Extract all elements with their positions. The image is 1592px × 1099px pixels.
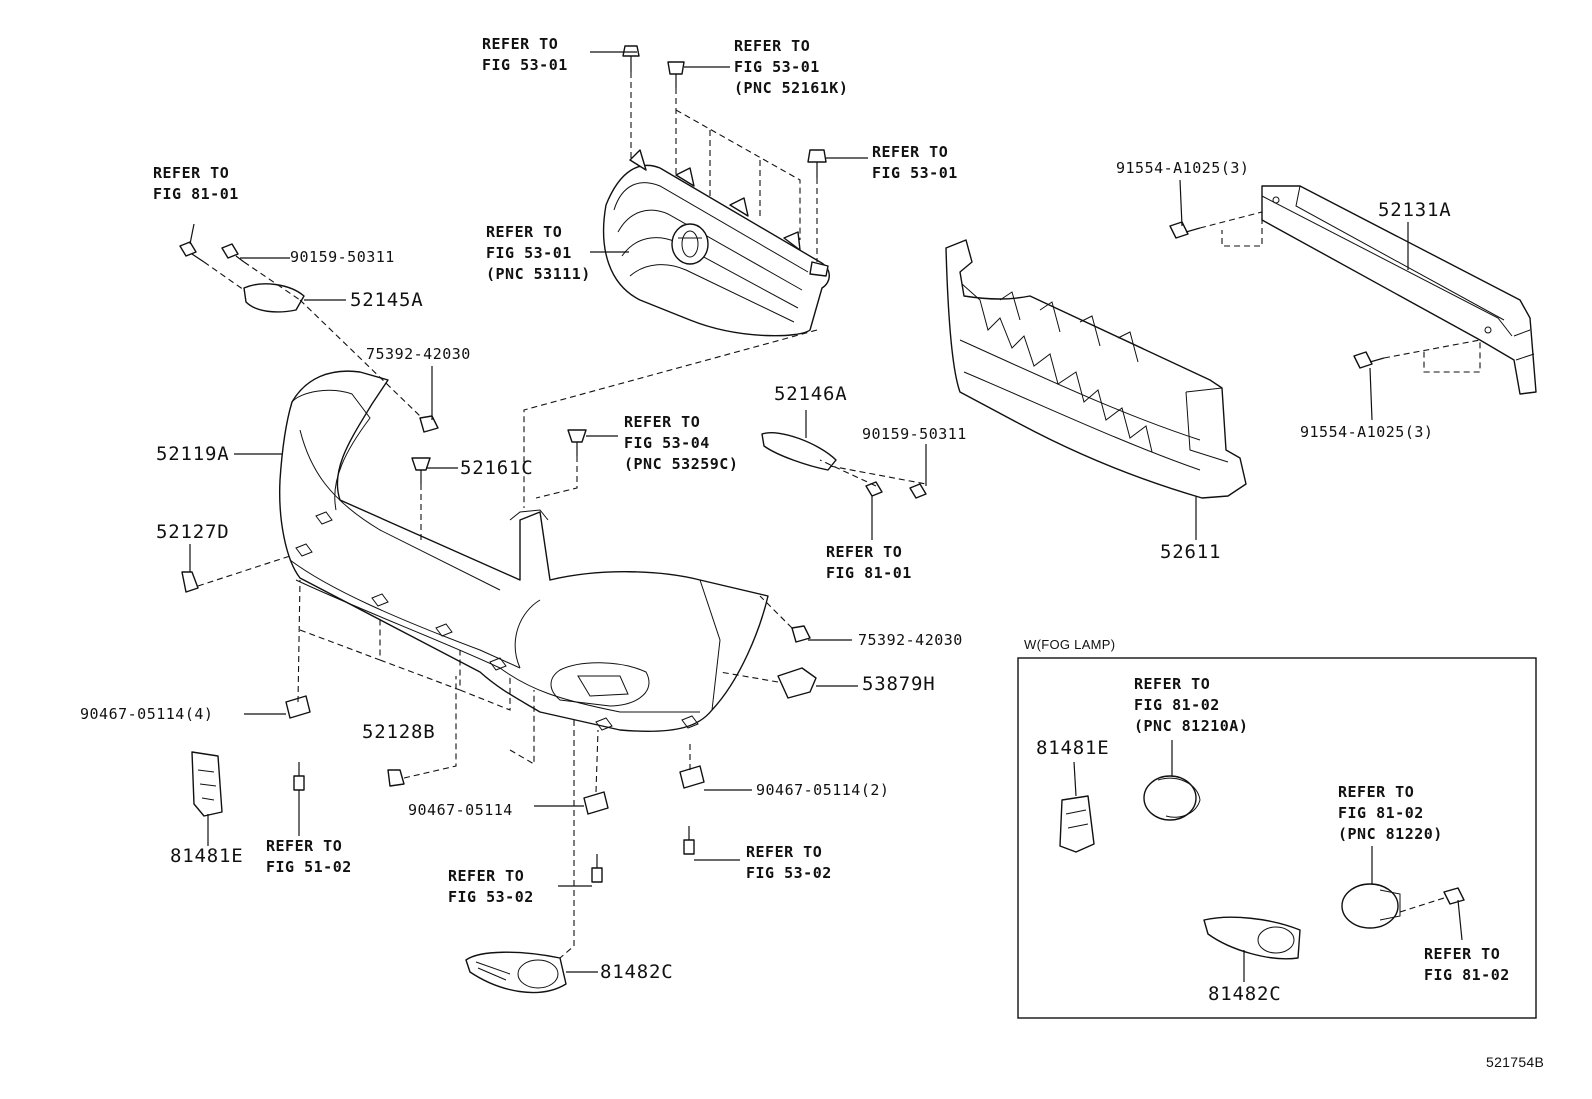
callout-refer-fig5304: REFER TO FIG 53-04 (PNC 53259C) [624, 412, 738, 475]
callout-refer-fig8101-top: REFER TO FIG 81-01 [153, 163, 239, 205]
line: (PNC 53111) [486, 265, 591, 283]
part-81482c-fog: 81482C [1208, 983, 1282, 1005]
part-90159-left: 90159-50311 [290, 248, 395, 266]
line: (PNC 81220) [1338, 825, 1443, 843]
callout-refer-fig5301-grille: REFER TO FIG 53-01 (PNC 53111) [486, 222, 591, 285]
radiator-grille [602, 149, 830, 337]
leader-lines [189, 51, 1481, 973]
line: (PNC 53259C) [624, 455, 739, 473]
line: FIG 53-01 [734, 58, 820, 76]
line: FIG 53-01 [482, 56, 568, 74]
part-90159-right: 90159-50311 [862, 425, 967, 443]
part-81481e-fog: 81481E [1036, 737, 1110, 759]
line: REFER TO [482, 35, 559, 53]
callout-refer-fig5302-a: REFER TO FIG 53-02 [448, 866, 534, 908]
callout-refer-fig5301-a: REFER TO FIG 53-01 [482, 34, 568, 76]
fog-lamp-title: W(FOG LAMP) [1024, 637, 1116, 652]
line: FIG 81-02 [1424, 966, 1510, 984]
fog-lamp-inset [1017, 657, 1537, 1019]
line: REFER TO [266, 837, 343, 855]
part-52161c: 52161C [460, 457, 534, 479]
callout-fog-refer-81220: REFER TO FIG 81-02 (PNC 81220) [1338, 782, 1443, 845]
line: REFER TO [153, 164, 230, 182]
part-52611: 52611 [1160, 541, 1222, 563]
line: REFER TO [448, 867, 525, 885]
line: FIG 81-02 [1134, 696, 1220, 714]
part-52127d: 52127D [156, 521, 230, 543]
part-52128b: 52128B [362, 721, 436, 743]
part-91554-bottom: 91554-A1025(3) [1300, 423, 1434, 441]
part-52145a: 52145A [350, 289, 424, 311]
callout-refer-fig8101-mid: REFER TO FIG 81-01 [826, 542, 912, 584]
line: FIG 53-02 [448, 888, 534, 906]
line: FIG 81-01 [826, 564, 912, 582]
part-53879h: 53879H [862, 673, 936, 695]
part-75392-lower: 75392-42030 [858, 631, 963, 649]
part-81482c-left: 81482C [600, 961, 674, 983]
line: REFER TO [746, 843, 823, 861]
part-90467-qty4: 90467-05114(4) [80, 705, 214, 723]
bumper-cover [278, 370, 769, 732]
line: REFER TO [734, 37, 811, 55]
line: REFER TO [1424, 945, 1501, 963]
part-90467-qty2: 90467-05114(2) [756, 781, 890, 799]
line: (PNC 52161K) [734, 79, 849, 97]
line: FIG 51-02 [266, 858, 352, 876]
line: REFER TO [1338, 783, 1415, 801]
line: FIG 81-01 [153, 185, 239, 203]
energy-absorber [945, 239, 1247, 499]
small-parts [179, 45, 1385, 994]
part-52131a: 52131A [1378, 199, 1452, 221]
callout-refer-fig5301-b: REFER TO FIG 53-01 (PNC 52161K) [734, 36, 848, 99]
part-52146a: 52146A [774, 383, 848, 405]
bumper-reinforcement [1261, 185, 1537, 395]
part-52119a: 52119A [156, 443, 230, 465]
callout-refer-fig5302-b: REFER TO FIG 53-02 [746, 842, 832, 884]
line: (PNC 81210A) [1134, 717, 1249, 735]
line: REFER TO [1134, 675, 1211, 693]
line: FIG 53-01 [872, 164, 958, 182]
line: REFER TO [486, 223, 563, 241]
callout-fog-refer-8102: REFER TO FIG 81-02 [1424, 944, 1510, 986]
diagram-id: 521754B [1486, 1054, 1545, 1070]
part-81481e-left: 81481E [170, 845, 244, 867]
part-91554-top: 91554-A1025(3) [1116, 159, 1250, 177]
line: REFER TO [624, 413, 701, 431]
part-75392-upper: 75392-42030 [366, 345, 471, 363]
line: REFER TO [826, 543, 903, 561]
line: FIG 53-01 [486, 244, 572, 262]
line: FIG 81-02 [1338, 804, 1424, 822]
callout-fog-refer-81210a: REFER TO FIG 81-02 (PNC 81210A) [1134, 674, 1248, 737]
part-90467: 90467-05114 [408, 801, 513, 819]
callout-refer-fig5301-c: REFER TO FIG 53-01 [872, 142, 958, 184]
line: FIG 53-02 [746, 864, 832, 882]
line: FIG 53-04 [624, 434, 710, 452]
line: REFER TO [872, 143, 949, 161]
callout-refer-fig5102: REFER TO FIG 51-02 [266, 836, 352, 878]
